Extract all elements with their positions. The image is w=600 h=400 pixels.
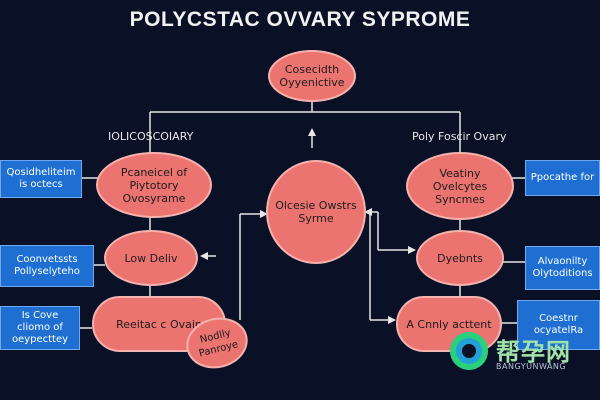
side-box-right-1: Ppocathe for (525, 160, 600, 196)
side-box-right-3: Coestnr ocyatelRa (517, 300, 600, 350)
node-right-1: Veatiny Ovelcytes Syncmes (406, 152, 514, 220)
side-box-left-1: Qosidheliteim is octecs (0, 160, 82, 198)
node-right-2: Dyebnts (416, 230, 504, 286)
node-left-1: Pcaneicel of Piytotory Ovosyrame (96, 152, 212, 218)
node-top: Cosecidth Oyyenictive (268, 50, 356, 102)
watermark-subtext: BANGYUNWANG (496, 362, 567, 371)
node-left-2: Low Deliv (104, 230, 198, 286)
side-box-left-3: Is Cove cliomo of oeypecttey (0, 306, 80, 350)
watermark: 帮孕网 BANGYUNWANG (446, 330, 600, 378)
arrowhead-accent (388, 316, 396, 324)
section-label-right: Poly Foscir Ovary (412, 130, 507, 143)
arrowhead-center-right (364, 208, 372, 216)
arrowhead-up (308, 128, 316, 136)
side-box-left-2: Coonvetssts Pollyselyteho (0, 245, 94, 287)
side-box-right-2: Alvaonilty Olytoditions (525, 246, 600, 290)
diagram-title: POLYCSTAC OVVARY SYPROME (129, 8, 471, 31)
section-label-left: IOLICOSCOIARY (108, 130, 194, 143)
arrowhead-left-lowdeliv (200, 252, 208, 260)
arrowhead-center-left (260, 210, 268, 218)
node-center: Olcesie Owstrs Syrme (266, 160, 366, 264)
arrowhead-dyebnts (408, 246, 416, 254)
watermark-brand: 帮孕网 (496, 338, 571, 366)
watermark-logo-icon (450, 332, 488, 370)
